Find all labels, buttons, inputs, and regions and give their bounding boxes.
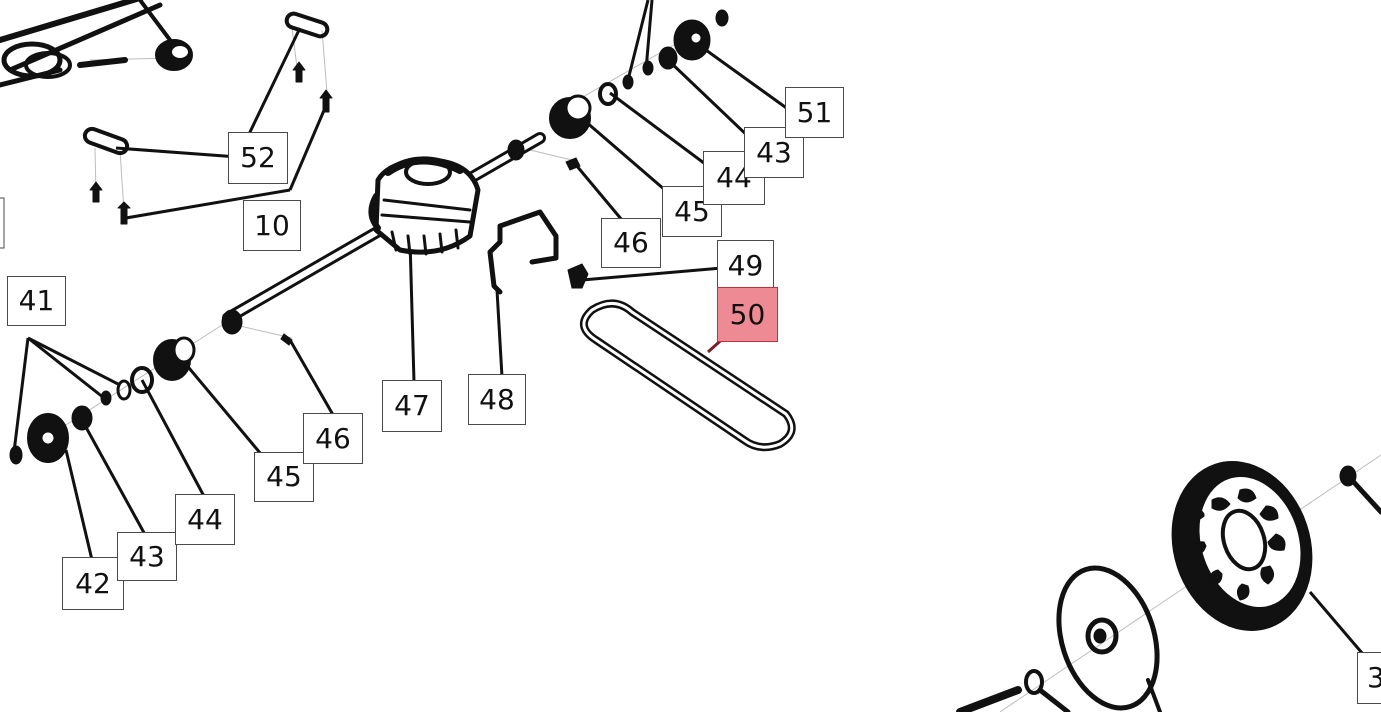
callout-48[interactable]: 48 xyxy=(468,374,526,425)
fastener-part xyxy=(567,263,589,289)
callout-3[interactable]: 3 xyxy=(1357,652,1381,704)
wheel-assembly-part xyxy=(956,461,1381,712)
right-axle-parts xyxy=(549,9,729,171)
callout-51[interactable]: 51 xyxy=(785,87,844,138)
clip-parts xyxy=(82,11,333,225)
rod-bracket-part xyxy=(487,209,559,295)
callout-47[interactable]: 47 xyxy=(382,380,442,432)
callout-50-selected[interactable]: 50 xyxy=(717,287,778,342)
callout-49[interactable]: 49 xyxy=(717,240,774,291)
cable-assembly-part xyxy=(0,0,193,88)
leader-lines xyxy=(12,0,1370,661)
callout-46-right[interactable]: 46 xyxy=(601,218,661,268)
callout-44[interactable]: 44 xyxy=(175,494,235,545)
callout-52[interactable]: 52 xyxy=(228,132,288,184)
callout-43[interactable]: 43 xyxy=(117,532,177,581)
assembly-lines xyxy=(29,27,1381,712)
callout-41[interactable]: 41 xyxy=(7,276,66,326)
transmission-part xyxy=(221,132,546,335)
drive-belt-part xyxy=(580,299,796,452)
callout-45-right[interactable]: 45 xyxy=(662,186,722,237)
callout-43-right[interactable]: 43 xyxy=(744,127,804,178)
left-axle-parts xyxy=(9,333,293,465)
callout-42[interactable]: 42 xyxy=(62,557,124,610)
partial-callout-edge xyxy=(0,197,5,249)
callout-46[interactable]: 46 xyxy=(303,413,363,464)
callout-10[interactable]: 10 xyxy=(243,200,301,251)
